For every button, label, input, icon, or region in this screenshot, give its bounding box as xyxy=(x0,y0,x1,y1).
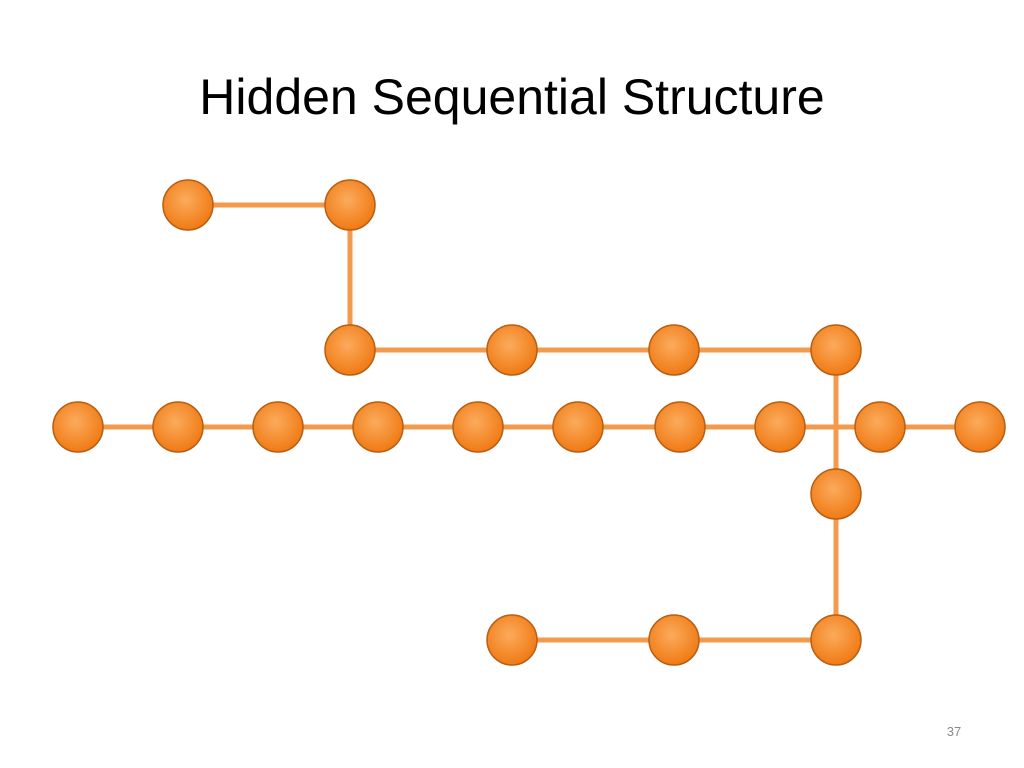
node-6 xyxy=(810,324,862,376)
node-18 xyxy=(486,614,538,666)
node-13 xyxy=(654,401,706,453)
node-10 xyxy=(352,401,404,453)
node-9 xyxy=(252,401,304,453)
node-7 xyxy=(52,401,104,453)
node-14 xyxy=(754,401,806,453)
edges xyxy=(78,202,980,643)
nodes xyxy=(52,179,1006,666)
node-16 xyxy=(954,401,1006,453)
node-8 xyxy=(152,401,204,453)
slide-title: Hidden Sequential Structure xyxy=(199,69,825,125)
node-2 xyxy=(324,179,376,231)
node-19 xyxy=(648,614,700,666)
node-20 xyxy=(810,614,862,666)
node-1 xyxy=(162,179,214,231)
node-4 xyxy=(486,324,538,376)
slide-number: 37 xyxy=(946,724,962,739)
node-17 xyxy=(810,468,862,520)
node-3 xyxy=(324,324,376,376)
node-12 xyxy=(552,401,604,453)
node-11 xyxy=(452,401,504,453)
node-15 xyxy=(854,401,906,453)
node-5 xyxy=(648,324,700,376)
